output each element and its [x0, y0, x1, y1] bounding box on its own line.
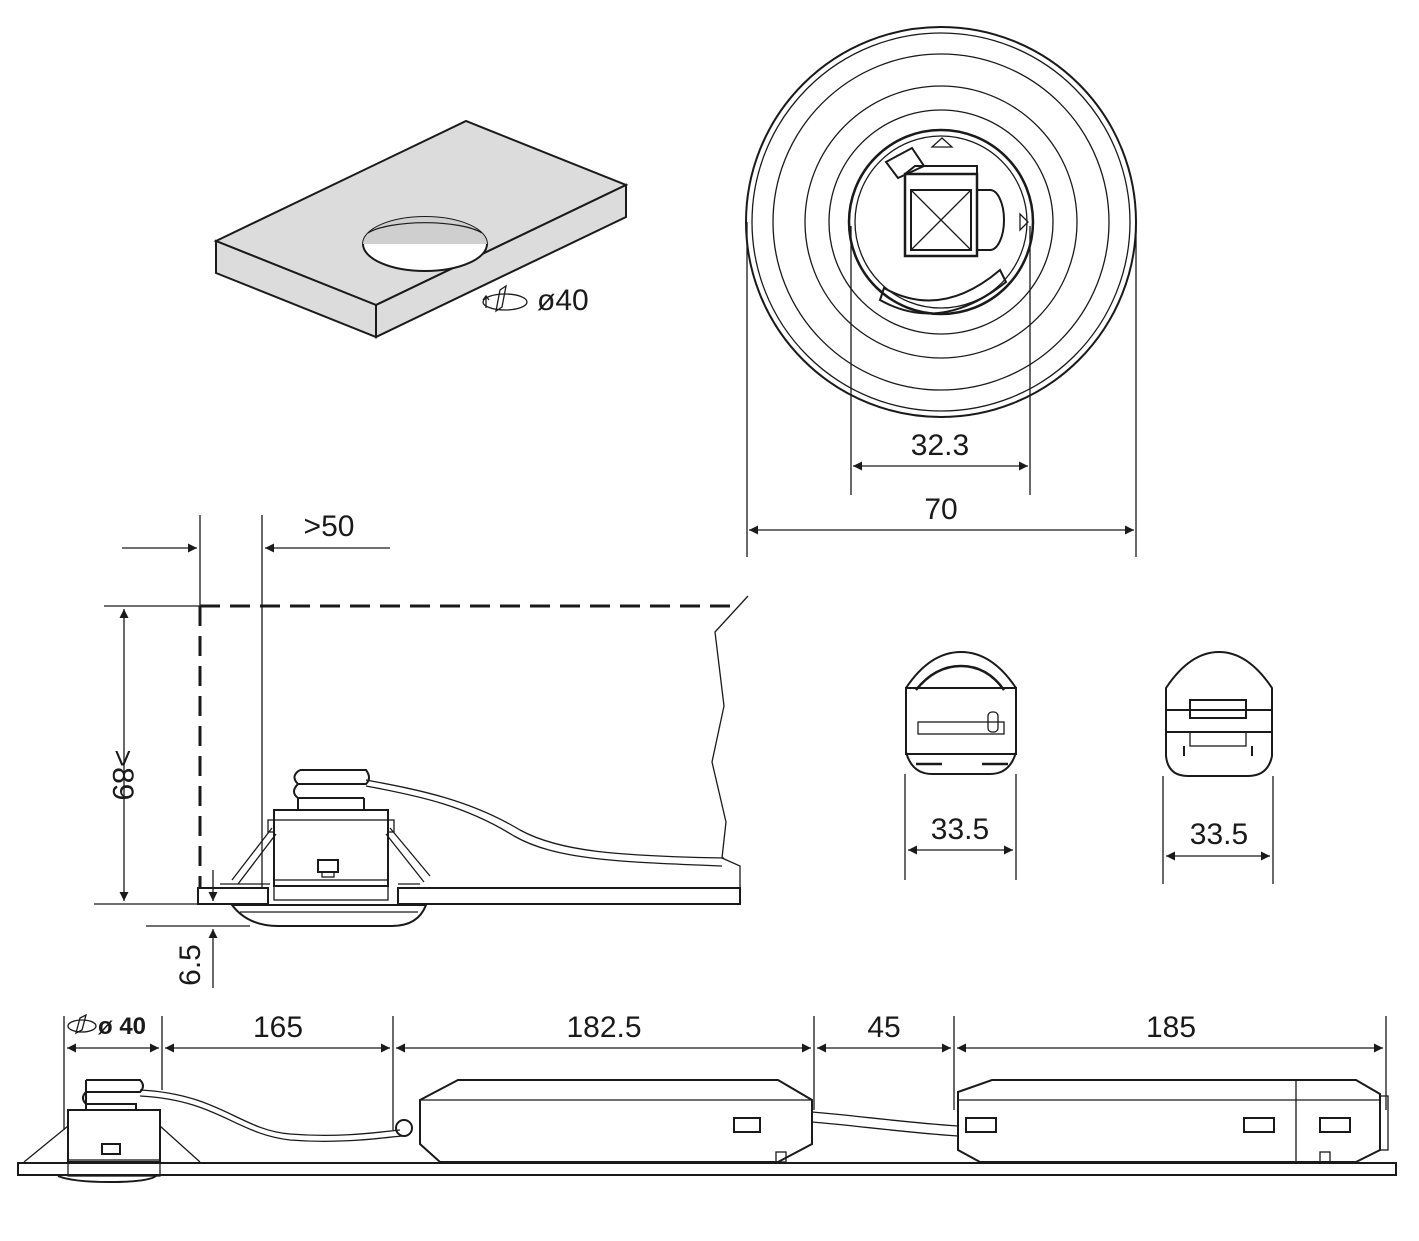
section-view: [197, 595, 749, 927]
edge-distance-label: >50: [304, 510, 355, 543]
inner-diameter-label: 32.3: [911, 429, 969, 462]
drill-hole-icon: [67, 1013, 97, 1035]
protrusion-label: 6.5: [174, 944, 207, 986]
cutout-label: ø40: [537, 284, 589, 317]
drill-hole-icon: [482, 284, 528, 313]
side-view-a-dimension: [904, 774, 1017, 880]
isometric-panel: [213, 119, 629, 339]
segment-label-1: 165: [253, 1011, 303, 1044]
side-view-b-dimension: [1162, 776, 1274, 884]
depth-label: >89: [106, 750, 139, 801]
segment-label-4: 185: [1146, 1011, 1196, 1044]
cable-layout-dimensions: [63, 1016, 1387, 1130]
side-width-a-label: 33.5: [931, 813, 989, 846]
outer-diameter-label: 70: [924, 493, 957, 526]
cable-layout: [17, 1079, 1397, 1184]
front-view-dimensions: [746, 222, 1137, 557]
hole-label: ø 40: [98, 1013, 146, 1040]
front-view: [745, 26, 1137, 418]
side-view-a: [905, 650, 1017, 775]
side-width-b-label: 33.5: [1190, 818, 1248, 851]
section-dimensions: [94, 515, 390, 988]
segment-label-3: 45: [867, 1011, 900, 1044]
segment-label-2: 182.5: [566, 1011, 641, 1044]
side-view-b: [1165, 650, 1273, 777]
